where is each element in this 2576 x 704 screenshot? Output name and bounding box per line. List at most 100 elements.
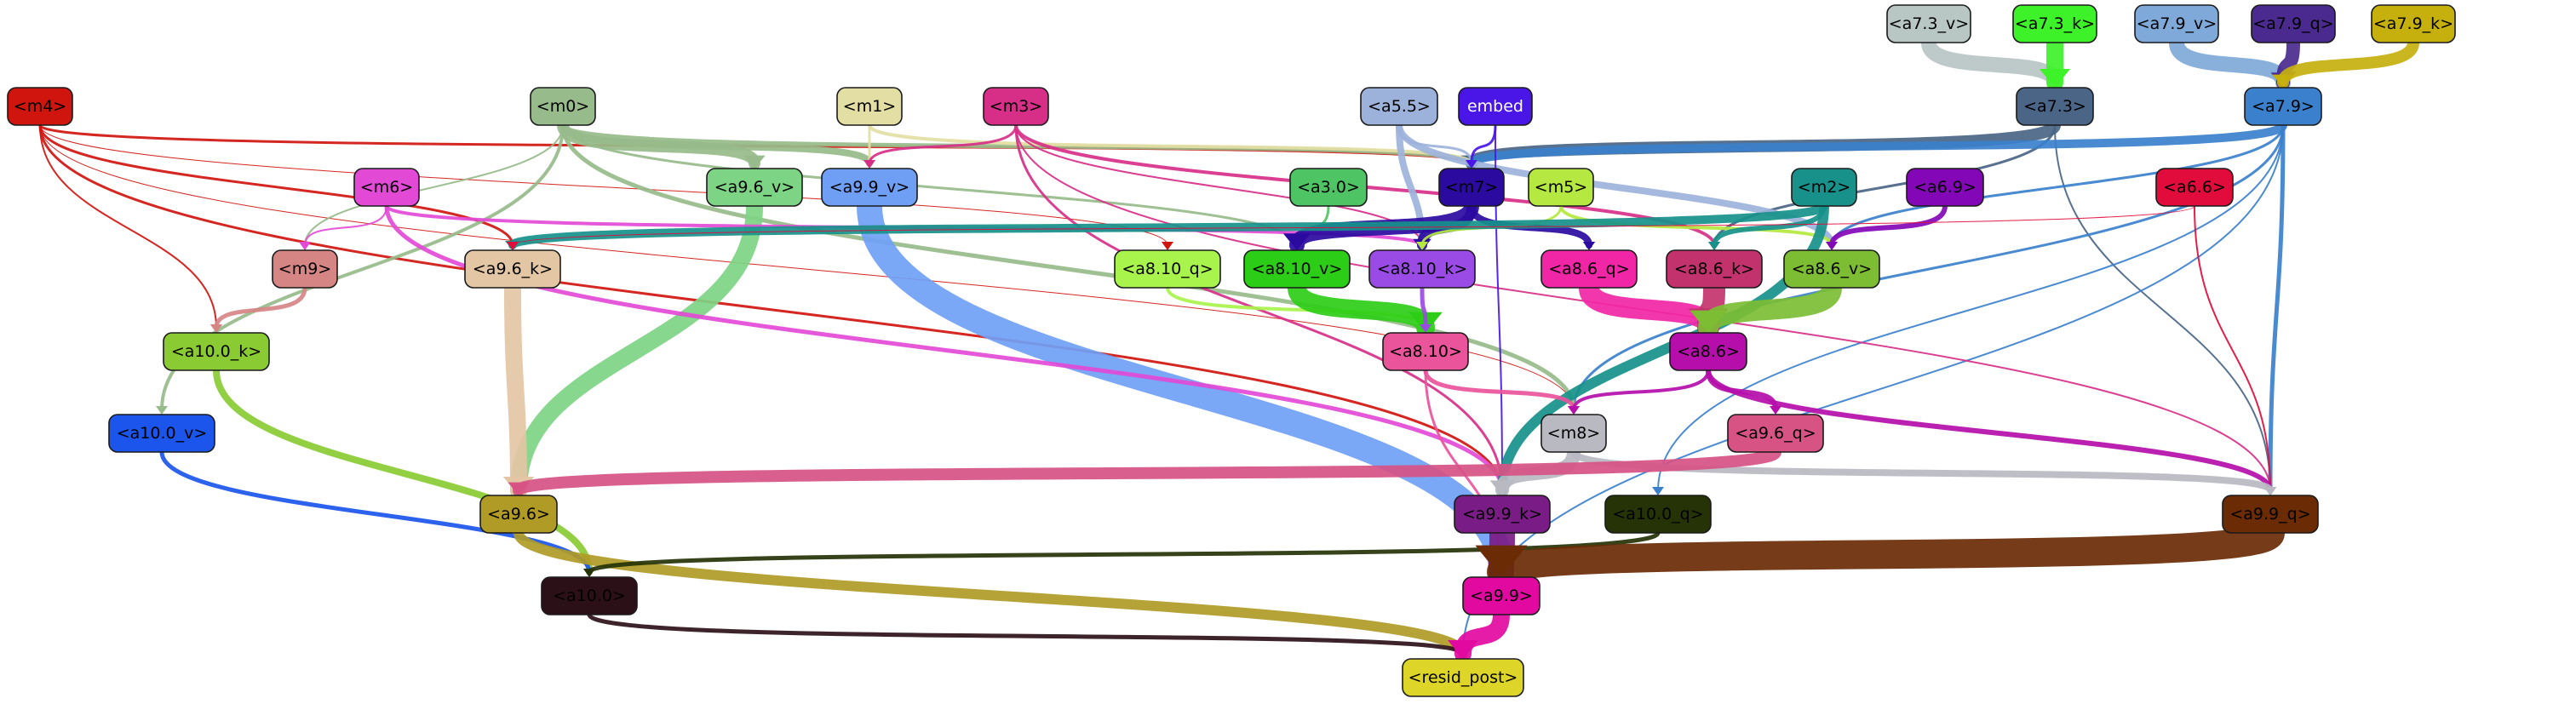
arrowhead-a6_6-to-a9_6_k — [507, 242, 519, 250]
node-label: <a8.6_q> — [1548, 260, 1629, 278]
node-box — [353, 168, 420, 207]
node-box — [1528, 168, 1594, 207]
node-label: <a8.6> — [1677, 342, 1740, 361]
node-a10-0-v[interactable]: <a10.0_v> — [108, 414, 215, 453]
arrowhead-a9_6_q-to-a9_6 — [508, 482, 530, 495]
node-m7[interactable]: <m7> — [1438, 168, 1505, 207]
node-label: <m7> — [1445, 178, 1498, 197]
edge-m4-to-a9_6_k — [38, 123, 514, 247]
edge-a10_0_k-to-a10_0 — [213, 367, 593, 575]
edge-a7_9-to-m8 — [1572, 123, 2285, 411]
node-box — [2012, 4, 2097, 43]
node-label: <m5> — [1535, 178, 1587, 197]
arrowhead-m5-to-a8_10_k — [1416, 242, 1428, 250]
arrowhead-a6_9-to-a8_6_v — [1826, 242, 1838, 250]
node-box — [1368, 249, 1476, 289]
arrowhead-m2-to-a8_6_k — [1708, 242, 1720, 250]
node-a7-3-v[interactable]: <a7.3_v> — [1886, 4, 1971, 43]
node-box — [1886, 4, 1971, 43]
node-a6-9[interactable]: <a6.9> — [1906, 168, 1984, 207]
node-box — [479, 495, 558, 534]
node-m8[interactable]: <m8> — [1540, 414, 1607, 453]
node-box — [1791, 168, 1857, 207]
node-a9-9-q[interactable]: <a9.9_q> — [2222, 495, 2319, 534]
node-a7-9[interactable]: <a7.9> — [2244, 87, 2322, 126]
edge-a8_6_q-to-a8_6 — [1579, 278, 1718, 338]
node-a8-6-v[interactable]: <a8.6_v> — [1783, 249, 1880, 289]
node-a8-6-q[interactable]: <a8.6_q> — [1540, 249, 1638, 289]
edge-a8_10-to-m8 — [1423, 368, 1576, 412]
arrowhead-m4-to-a8_10_q — [1162, 242, 1173, 250]
node-box — [1540, 414, 1607, 453]
edge-a6_9-to-a8_6_v — [1829, 203, 1948, 248]
node-resid-post[interactable]: <resid_post> — [1402, 658, 1524, 697]
node-a8-10-v[interactable]: <a8.10_v> — [1243, 249, 1351, 289]
node-a9-9-v[interactable]: <a9.9_v> — [821, 168, 918, 207]
node-a10-0-k[interactable]: <a10.0_k> — [163, 332, 270, 371]
node-box — [272, 249, 338, 289]
edge-a7_3_v-to-a7_3 — [1921, 35, 2063, 90]
edge-a7_9_k-to-a7_9 — [2277, 37, 2419, 89]
edge-m4-to-a9_9_k — [38, 123, 1504, 492]
edge-a7_3-to-a9_9_q — [2054, 124, 2271, 491]
node-a10-0-q[interactable]: <a10.0_q> — [1604, 495, 1712, 534]
edge-a7_9_v-to-a7_9 — [2169, 35, 2291, 90]
node-a3-0[interactable]: <a3.0> — [1289, 168, 1368, 207]
edge-m0-to-m8 — [560, 123, 1576, 412]
edge-a7_9-to-a9_9_q — [2268, 123, 2286, 493]
node-a8-6-k[interactable]: <a8.6_k> — [1666, 249, 1763, 289]
node-m4[interactable]: <m4> — [7, 87, 73, 126]
node-a7-9-v[interactable]: <a7.9_v> — [2134, 4, 2219, 43]
node-box — [530, 87, 596, 126]
node-a7-3-k[interactable]: <a7.3_k> — [2012, 4, 2097, 43]
node-box — [1114, 249, 1221, 289]
node-label: <a10.0_v> — [117, 424, 208, 443]
edge-m0-to-m9 — [304, 124, 564, 246]
node-box — [2222, 495, 2319, 534]
node-label: <m1> — [843, 97, 896, 116]
node-a7-3[interactable]: <a7.3> — [2016, 87, 2094, 126]
node-label: <a9.6> — [487, 505, 550, 524]
node-a8-6[interactable]: <a8.6> — [1669, 332, 1747, 371]
node-label: <a8.10_q> — [1122, 260, 1213, 278]
node-box — [1454, 495, 1551, 534]
node-m5[interactable]: <m5> — [1528, 168, 1594, 207]
arrowhead-a7_9-to-a10_0_q — [1652, 487, 1664, 495]
node-label: <a9.6_k> — [473, 260, 553, 278]
node-label: <a9.9_k> — [1462, 505, 1542, 524]
node-m2[interactable]: <m2> — [1791, 168, 1857, 207]
node-label: <m8> — [1547, 424, 1600, 443]
node-a9-9-k[interactable]: <a9.9_k> — [1454, 495, 1551, 534]
node-box — [163, 332, 270, 371]
edge-layer — [38, 34, 2419, 662]
node-box — [1438, 168, 1505, 207]
edge-m2-to-a8_6_k — [1712, 203, 1827, 248]
node-m9[interactable]: <m9> — [272, 249, 338, 289]
node-box — [1243, 249, 1351, 289]
node-a8-10-k[interactable]: <a8.10_k> — [1368, 249, 1476, 289]
node-a9-6-v[interactable]: <a9.6_v> — [706, 168, 803, 207]
arrowhead-m7-to-a8_6_q — [1582, 242, 1596, 250]
node-m0[interactable]: <m0> — [530, 87, 596, 126]
node-label: <a9.6_v> — [714, 178, 795, 197]
node-m1[interactable]: <m1> — [836, 87, 903, 126]
node-a8-10[interactable]: <a8.10> — [1382, 332, 1469, 371]
node-a6-6[interactable]: <a6.6> — [2155, 168, 2234, 207]
node-a5-5[interactable]: <a5.5> — [1360, 87, 1438, 126]
node-a8-10-q[interactable]: <a8.10_q> — [1114, 249, 1221, 289]
node-m6[interactable]: <m6> — [353, 168, 420, 207]
node-a9-6[interactable]: <a9.6> — [479, 495, 558, 534]
node-embed[interactable]: embed — [1458, 87, 1533, 126]
node-box — [2251, 4, 2336, 43]
node-a9-9[interactable]: <a9.9> — [1462, 576, 1540, 615]
node-a7-9-k[interactable]: <a7.9_k> — [2371, 4, 2456, 43]
node-a7-9-q[interactable]: <a7.9_q> — [2251, 4, 2336, 43]
node-box — [108, 414, 215, 453]
node-label: <a7.9> — [2252, 97, 2315, 116]
node-a9-6-q[interactable]: <a9.6_q> — [1727, 414, 1824, 453]
node-m3[interactable]: <m3> — [983, 87, 1049, 126]
node-a10-0[interactable]: <a10.0> — [541, 576, 638, 615]
arrowhead-m8-to-a9_9_q — [2263, 487, 2277, 495]
node-label: <a7.3> — [2023, 97, 2086, 116]
node-a9-6-k[interactable]: <a9.6_k> — [464, 249, 561, 289]
